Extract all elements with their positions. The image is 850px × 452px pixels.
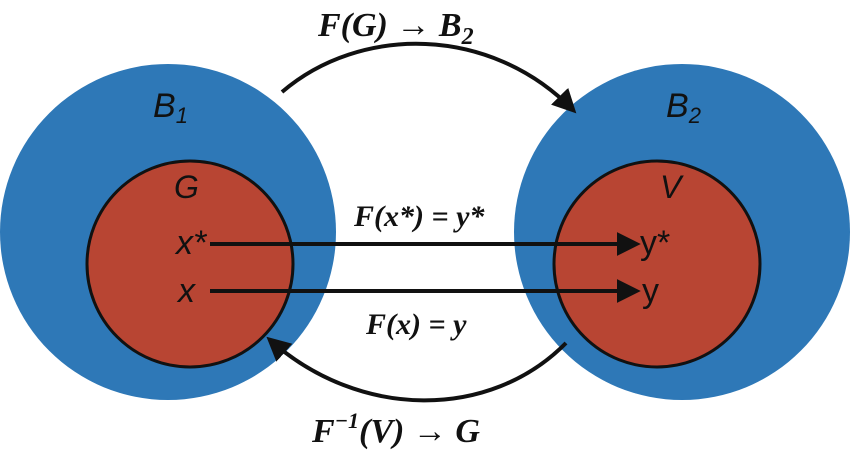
point-y: y — [642, 272, 659, 310]
label-map-x: F(x) = y — [365, 308, 467, 341]
arrow-f-g-to-b2 — [280, 41, 577, 114]
label-b1: B1 — [153, 87, 188, 128]
label-v: V — [660, 169, 684, 205]
label-b2: B2 — [666, 87, 701, 128]
arrow-f-inverse-v-to-g — [266, 336, 568, 403]
point-y-star: y* — [640, 224, 670, 262]
set-g-inner — [85, 159, 295, 369]
set-v-inner — [552, 159, 762, 369]
point-x-star: x* — [174, 224, 208, 262]
point-x: x — [176, 272, 196, 310]
label-top-map: F(G) → B2 — [317, 7, 474, 50]
label-g: G — [174, 169, 199, 205]
label-map-x-star: F(x*) = y* — [353, 200, 485, 233]
label-bottom-map: F−1(V) → G — [311, 408, 480, 450]
